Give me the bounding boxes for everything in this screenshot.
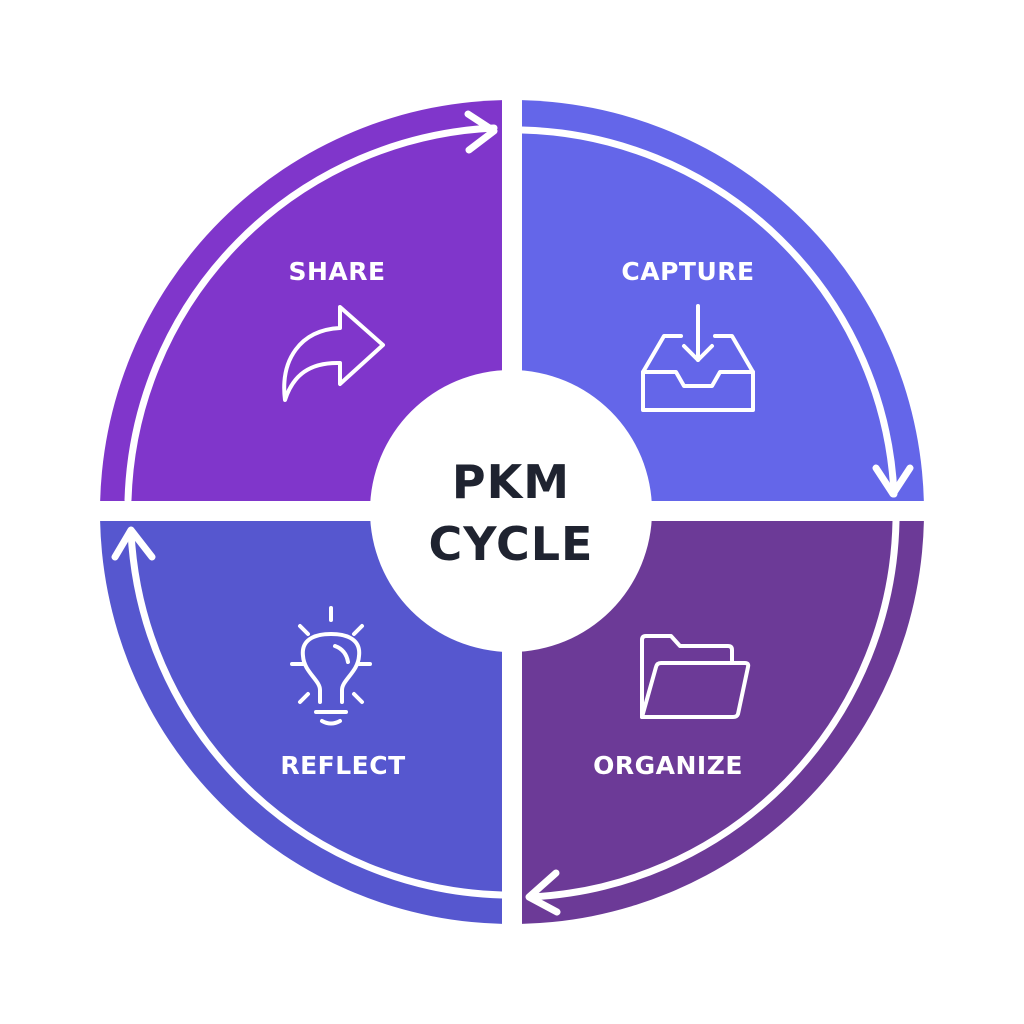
quadrant-reflect: [100, 521, 502, 924]
flow-arrow-capture-to-organize: [518, 126, 914, 498]
flow-arrow-reflect-to-share: [111, 526, 506, 899]
folder-open-icon: [640, 634, 751, 719]
quadrant-organize: [522, 521, 924, 924]
center-title-line1: PKM: [452, 455, 570, 509]
share-label: SHARE: [288, 257, 385, 286]
share-arrow-icon: [282, 305, 385, 402]
organize-label: ORGANIZE: [593, 751, 743, 780]
center-title-line2: CYCLE: [429, 517, 594, 571]
quadrant-share: [100, 100, 502, 501]
lightbulb-icon: [290, 606, 372, 726]
capture-label: CAPTURE: [621, 257, 754, 286]
flow-arrow-organize-to-reflect: [525, 517, 900, 916]
center-circle: [370, 370, 652, 652]
flow-arrow-share-to-capture: [124, 110, 498, 504]
reflect-label: REFLECT: [280, 751, 405, 780]
inbox-download-icon: [641, 304, 755, 412]
quadrant-capture: [522, 100, 924, 501]
